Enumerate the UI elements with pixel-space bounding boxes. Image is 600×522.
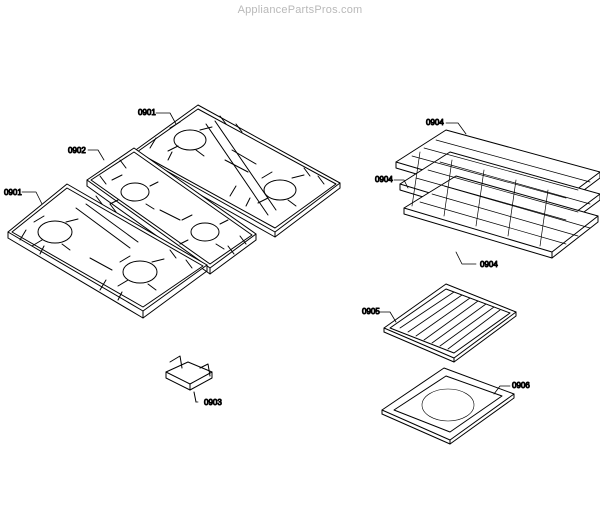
watermark: AppliancePartsPros.com	[237, 4, 363, 16]
label-grate-left: 0901	[4, 188, 22, 197]
label-grate-right: 0901	[138, 108, 156, 117]
label-grate-middle: 0902	[68, 146, 86, 155]
burner-grate-right	[132, 104, 341, 238]
label-rack-mid: 0904	[375, 175, 393, 184]
oven-rack-stack	[395, 129, 600, 259]
burner-grate-middle	[86, 147, 257, 275]
broil-pan	[381, 367, 515, 445]
bracket-part	[165, 355, 213, 403]
burner-grate-left	[7, 183, 208, 319]
label-rack-bottom: 0904	[480, 260, 498, 269]
label-bracket: 0903	[204, 398, 222, 407]
leader-lines	[21, 112, 511, 403]
label-rack-top: 0904	[426, 118, 444, 127]
label-broil-pan: 0906	[512, 381, 530, 390]
label-broil-insert: 0905	[362, 307, 380, 316]
broil-pan-insert	[383, 283, 517, 363]
